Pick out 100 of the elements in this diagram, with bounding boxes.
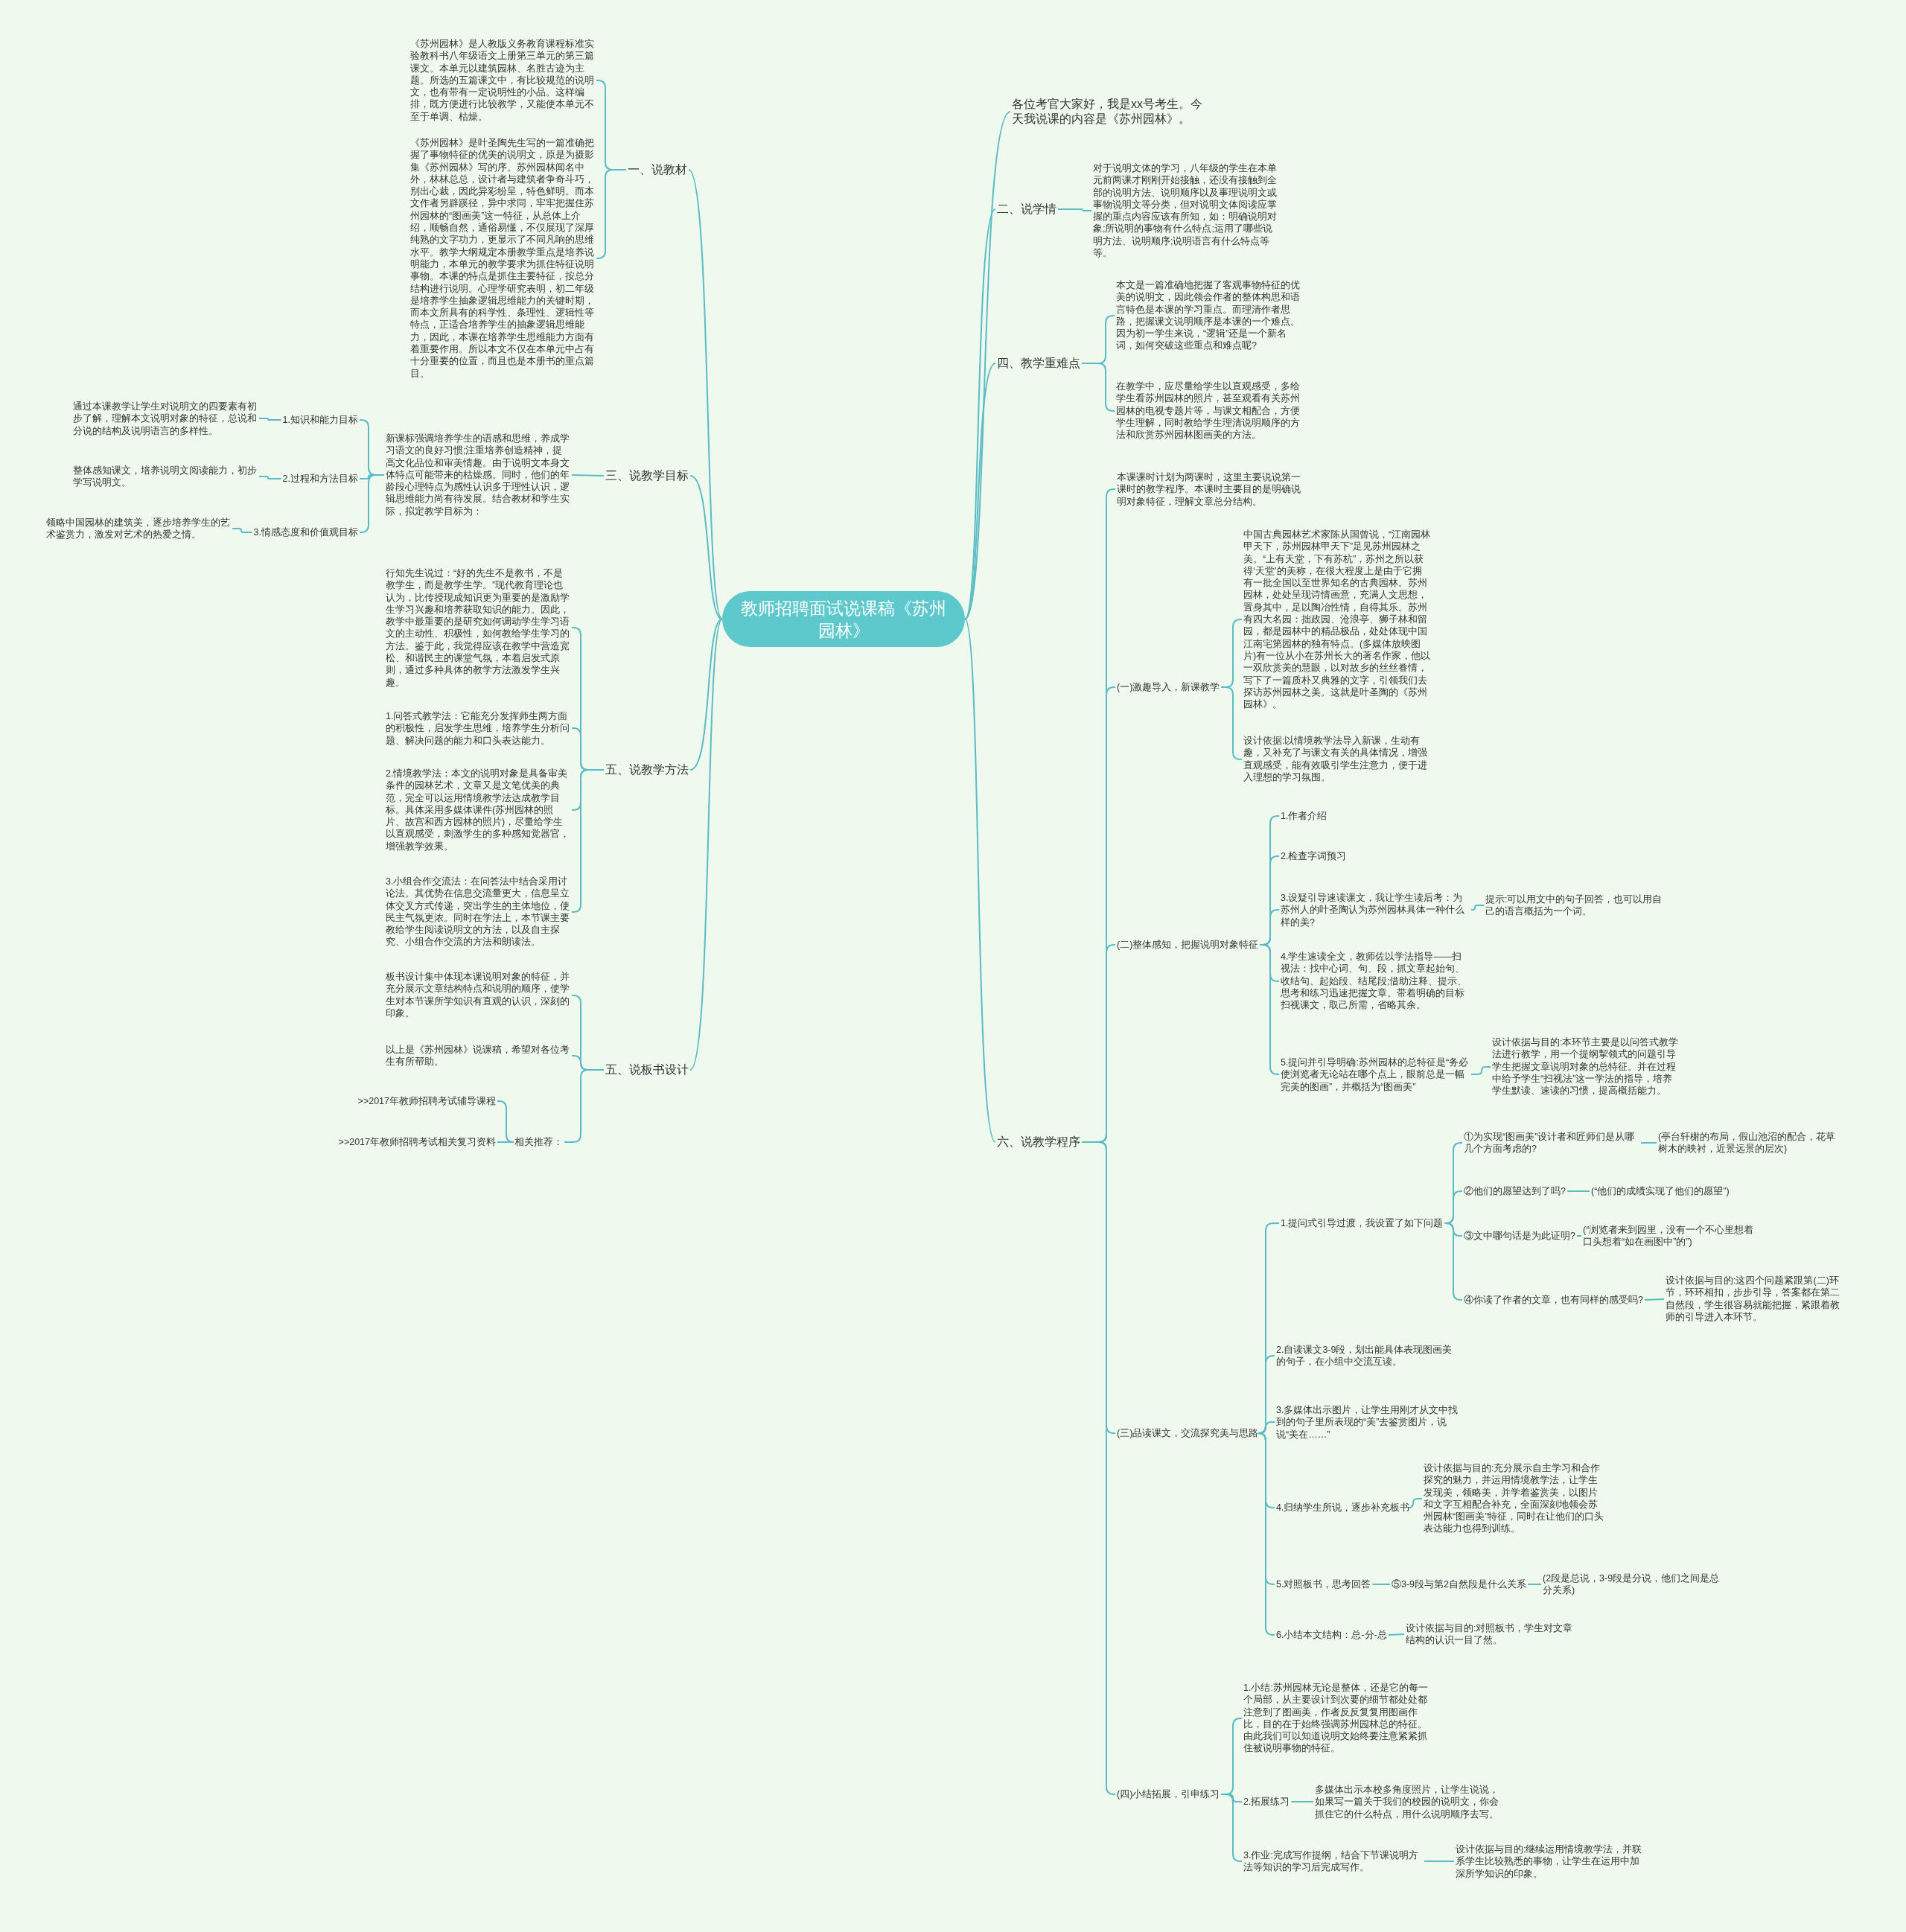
connector-line [1387, 1633, 1405, 1636]
connector-line [1258, 1432, 1275, 1636]
connector-line [258, 418, 282, 421]
connector-line [1566, 1190, 1590, 1192]
topic-text: 5.提问并引导明确:苏州园林的总特征是“务必使浏览者无论站在哪个点上，眼前总是一幅完美的图画”，并概括为“图画美” [1279, 1055, 1471, 1094]
topic-text: 中国古典园林艺术家陈从国曾说，“江南园林甲天下，苏州园林甲天下”足见苏州园林之美。“上有天堂，下有苏杭”，苏州之所以获得‘天堂’的美称，在很大程度上是由于它拥有一批全国以至世界知名的古典园林。苏州园林，处处呈现诗情画意，充满人文思想，置身其中，足以陶冶性情，自得其乐。苏州有四大名园：拙政园、沧浪亭、狮子林和留园，都是园林中的精品极品，处处体现中国江南宅第园林的独有特点。(多媒体放映图片)有一位从小在苏州长大的著名作家，他以一双欣赏美的慧眼，以对故乡的丝丝眷情，写下了一篇质朴又典雅的文字，引领我们去探访苏州园林之美。这就是叶圣陶的《苏州园林》。 [1242, 527, 1432, 712]
topic-text: 在教学中，应尽量给学生以直观感受，多给学生看苏州园林的照片，甚至观看有关苏州园林的电视专题片等，与课文相配合，方便学生理解，同时教给学生理清说明顺序的方法和欣赏苏州园林图画美的方法。 [1115, 380, 1305, 442]
connector-line [1575, 1235, 1582, 1237]
topic-text: 通过本课教学让学生对说明文的四要素有初步了解，理解本文说明对象的特征，总说和分说的结构及说明语言的多样性。 [71, 399, 259, 438]
topic-text: 以上是《苏州园林》说课稿，希望对各位考生有所帮助。 [384, 1042, 572, 1069]
topic-text: 整体感知课文，培养说明文阅读能力，初步学写说明文。 [71, 463, 259, 490]
topic-text: ②他们的愿望达到了吗? [1462, 1184, 1567, 1199]
topic-text: 《苏州园林》是叶圣陶先生写的一篇准确把握了事物特征的优美的说明文，原是为摄影集《苏州园林》写的序。苏州园林闻名中外，林林总总，设计者与建筑者争奇斗巧，别出心裁，因此异彩纷呈，特色鲜明。而本文作者另辟蹊径，异中求同，牢牢把握住苏州园林的“图画美”这一特征，从总体上介绍，顺畅自然，通俗易懂，不仅展现了深厚纯熟的文字功力，更显示了不同凡响的思维水平。教学大纲规定本册教学重点是培养说明能力，本单元的教学要求为抓住特征说明事物。本课的特点是抓住主要特征，按总分结构进行说明。心理学研究表明，初二年级是培养学生抽象逻辑思维能力的关键时期，而本文所具有的科学性、条理性、逻辑性等特点，正适合培养学生的抽象逻辑思维能力，因此，本课在培养学生思维能力方面有着重要作用。所以本文不仅在本单元中占有十分重要的位置，而且也是本册书的重点篇目。 [409, 136, 596, 380]
topic-text: 3.小组合作交流法：在问答法中结合采用讨论法。其优势在信息交流量更大，信息呈立体交叉方式传递，突出学生的主体地位，使民主气氛更浓。同时在学法上，本节课主要教给学生阅读说明文的方法，以及自主探究、小组合作交流的方法和朗读法。 [384, 875, 572, 949]
connector-line [1640, 1142, 1657, 1144]
topic-text: 3.多媒体出示图片，让学生用刚才从文中找到的句子里所表现的“美”去鉴赏图片，说说“美在……” [1275, 1403, 1461, 1441]
connector-line [359, 474, 385, 533]
topic-text: (一)激趣导入，新课教学 [1115, 680, 1222, 695]
connector-line [1444, 1222, 1463, 1301]
connector-line [1081, 363, 1115, 412]
connector-line [964, 618, 996, 1143]
connector-line [1290, 1801, 1314, 1802]
connector-line [1259, 1421, 1275, 1434]
topic-text: 设计依据:以情境教学法导入新课，生动有趣，又补充了与课文有关的具体情况，增强直观感受，能有效吸引学生注意力，便于进入理想的学习氛围。 [1242, 734, 1432, 785]
connector-line [1527, 1584, 1542, 1585]
topic-text: ⑤3-9段与第2自然段是什么关系 [1390, 1577, 1529, 1592]
topic-text: (二)整体感知，把握说明对象特征 [1115, 937, 1260, 952]
topic-text: ③文中哪句话是为此证明? [1462, 1228, 1577, 1243]
topic-text: 设计依据与目的:本环节主要是以问答式教学法进行教学，用一个提纲挈领式的问题引导学生把握文章说明对象的总特征。并在过程中给予学生“扫视法”这一学法的指导，培养学生默读、速读的习惯，提高概括能力。 [1491, 1036, 1683, 1098]
topic-text: 板书设计集中体现本课说明对象的特征，并充分展示文章结构特点和说明的顺序，使学生对本节课所学知识有直观的认识，深刻的印象。 [384, 970, 572, 1021]
topic-text: 6.小结本文结构：总-分-总 [1275, 1627, 1389, 1642]
topic-text: 3.作业:完成写作提纲，结合下节课说明方法等知识的学习后完成写作。 [1242, 1848, 1424, 1875]
topic-text: 设计依据与目的:继续运用情境教学法，并联系学生比较熟悉的事物，让学生在运用中加深所学知识的印象。 [1454, 1842, 1646, 1881]
topic-text: 1.提问式引导过渡，我设置了如下问题 [1279, 1216, 1445, 1231]
central-topic: 教师招聘面试说课稿《苏州园林》 [722, 591, 965, 647]
connector-line [1643, 1298, 1665, 1301]
connector-line [1371, 1584, 1391, 1585]
connector-line [497, 1141, 514, 1143]
connector-line [232, 528, 253, 533]
topic-text: 本课课时计划为两课时，这里主要说说第一课时的教学程序。本课时主要目的是明确说明对象特征，理解文章总分结构。 [1115, 470, 1306, 508]
topic-text: >>2017年教师招聘考试相关复习资料 [337, 1135, 497, 1150]
topic-text: (“浏览者来到园里，没有一个不心里想着口头想着“如在画图中”的”) [1581, 1222, 1764, 1249]
connector-line [689, 618, 723, 1071]
topic-text: 3.设疑引导速读课文，我让学生读后考：为苏州人的叶圣陶认为苏州园林具体一种什么样的美? [1279, 890, 1471, 929]
topic-text: (三)品读课文，交流探究美与思路 [1115, 1426, 1260, 1441]
connector-line [571, 474, 605, 476]
connector-line [1259, 944, 1280, 1075]
topic-text: (四)小结拓展，引申练习 [1115, 1787, 1222, 1802]
connector-line [258, 476, 282, 479]
connector-line [964, 363, 996, 620]
topic-text: 1.问答式教学法：它能充分发挥师生两方面的积极性，启发学生思维，培养学生分析问题、解决问题的能力和口头表达能力。 [384, 709, 572, 747]
branch-label: 五、说教学方法 [604, 762, 690, 778]
topic-text: 2.检查字词预习 [1279, 849, 1348, 864]
topic-text: >>2017年教师招聘考试辅导课程 [356, 1094, 497, 1109]
topic-text: 设计依据与目的:对照板书，学生对文章结构的认识一目了然。 [1404, 1621, 1583, 1648]
branch-label: 五、说板书设计 [604, 1062, 690, 1078]
connector-line [596, 169, 627, 259]
topic-text: 设计依据与目的:这四个问题紧跟第(二)环节，环环相扣，步步引导，答案都在第二自然段，学生很容易就能把握，紧跟着教师的引导进入本环节。 [1664, 1274, 1846, 1324]
branch-label: 四、教学重难点 [995, 355, 1082, 372]
topic-text: ④你读了作者的文章，也有同样的感受吗? [1462, 1292, 1645, 1307]
topic-text: (“他们的成绩实现了他们的愿望”) [1590, 1184, 1731, 1199]
branch-label: 一、说教材 [626, 162, 689, 178]
topic-text: (2段是总说，3-9段是分说，他们之间是总分关系) [1541, 1571, 1727, 1598]
topic-text: 提示:可以用文中的句子回答，也可以用自己的语言概括为一个词。 [1484, 892, 1670, 919]
topic-text: 2.过程和方法目标 [281, 471, 360, 486]
connector-line [1470, 905, 1485, 911]
connector-line [571, 769, 605, 913]
branch-label: 六、说教学程序 [995, 1134, 1082, 1150]
connector-line [1470, 1066, 1491, 1075]
topic-text: 4.学生速读全文，教师佐以学法指导——扫视法：找中心词、句、段，抓文章起始句、收结句、起始段、结尾段;借助注释、提示、思考和练习迅速把握文章。带着明确的目标扫视课文，取己所需，省略其余。 [1279, 950, 1471, 1013]
connector-line [1081, 1141, 1116, 1795]
topic-text: 2.自读课文3-9段，划出能具体表现图画美的句子，在小组中交流互读。 [1275, 1342, 1461, 1369]
topic-text: 2.情境教学法：本文的说明对象是具备审美条件的园林艺术，文章又是文笔优美的典范，完全可以运用情境教学法达成教学目标。具体采用多媒体课件(苏州园林的照片、故宫和西方园林的照片)，尽量给学生以直观感受，刺激学生的多种感知觉器官，增强教学效果。 [384, 766, 572, 854]
connector-line [964, 208, 996, 620]
topic-text: 新课标强调培养学生的语感和思维，养成学习语文的良好习惯;注重培养创造精神，提高文化品位和审美情趣。由于说明文本身文体特点可能带来的枯燥感。同时，他们的年龄段心理特点为感性认识多于理性认识，逻辑思维能力尚有待发展。结合教材和学生实际，拟定教学目标为： [384, 431, 572, 519]
topic-text: 对于说明文体的学习，八年级的学生在本单元前两课才刚刚开始接触，还没有接触到全部的说明方法、说明顺序以及事理说明文或事物说明文等分类，但对说明文体阅读应掌握的重点内容应该有所知，如：明确说明对象;所说明的事物有什么特点;运用了哪些说明方法、说明顺序;说明语言有什么特点等等。 [1091, 161, 1282, 261]
connector-line [1424, 1861, 1455, 1862]
connector-line [689, 618, 723, 771]
branch-label: 三、说教学目标 [604, 468, 690, 484]
topic-text: 4.归纳学生所说，逐步补充板书 [1275, 1500, 1412, 1515]
topic-text: 1.小结:苏州园林无论是整体，还是它的每一个局部，从主要设计到次要的细节都处处都注意到了图画美，作者反反复复用图画作比，目的在于始终强调苏州园林总的特征。由此我们可以知道说明文始终要注意紧紧抓住被说明事物的特征。 [1242, 1681, 1432, 1756]
topic-text: 5.对照板书，思考回答 [1275, 1577, 1373, 1592]
branch-label: 各位考官大家好，我是xx号考生。今天我说课的内容是《苏州园林》。 [1010, 96, 1205, 127]
topic-text: (亭台轩榭的布局，假山池沼的配合，花草树木的映衬，近景远景的层次) [1657, 1129, 1839, 1156]
topic-text: 《苏州园林》是人教版义务教育课程标准实验教科书八年级语文上册第三单元的第三篇课文。本单元以建筑园林、名胜古迹为主题。所选的五篇课文中，有比较规范的说明文，也有带有一定说明性的小品。这样编排，既方便进行比较教学，又能使本单元不至于单调、枯燥。 [409, 36, 596, 124]
topic-text: 相关推荐： [513, 1135, 564, 1150]
connector-line [1220, 686, 1243, 760]
topic-text: 2.拓展练习 [1242, 1794, 1292, 1809]
topic-text: 行知先生说过：“好的先生不是教书，不是教学生，而是教学生学。”现代教育理论也认为，比传授现成知识更为重要的是激励学生学习兴趣和培养获取知识的能力。因此，教学中最重要的是研究如何调动学生学习语文的主动性、积极性，如何教给学生学习的方法。鉴于此，我觉得应该在教学中营造宽松、和谐民主的课堂气氛，本着启发式原则，通过多种具体的教学方法激发学生兴趣。 [384, 566, 572, 689]
topic-text: 1.知识和能力目标 [281, 412, 360, 427]
topic-text: 多媒体出示本校多角度照片，让学生说说，如果写一篇关于我们的校园的说明文，你会抓住它的什么特点，用什么说明顺序去写。 [1313, 1782, 1503, 1821]
topic-text: 1.作者介绍 [1279, 809, 1329, 823]
connector-line [497, 1100, 514, 1143]
topic-text: 设计依据与目的:充分展示自主学习和合作探究的魅力，并运用情境教学法，让学生发现美，领略美，并学着鉴赏美，以图片和文字互相配合补充，全面深刻地领会苏州园林“图画美”特征，同时在让他们的口头表达能力也得到训练。 [1422, 1461, 1607, 1536]
topic-text: 本文是一篇准确地把握了客观事物特征的优美的说明文，因此领会作者的整体构思和语言特色是本课的学习重点。而理清作者思路，把握课文说明顺序是本课的一个难点。因为初一学生来说，“逻辑”还是一个新名词，如何突破这些重点和难点呢? [1115, 278, 1305, 353]
connector-line [1057, 208, 1092, 211]
connector-line [688, 169, 723, 620]
topic-text: 3.情感态度和价值观目标 [252, 525, 360, 540]
topic-text: ①为实现“图画美”设计者和匠师们是从哪几个方面考虑的? [1462, 1129, 1641, 1156]
connector-line [1220, 1794, 1243, 1862]
